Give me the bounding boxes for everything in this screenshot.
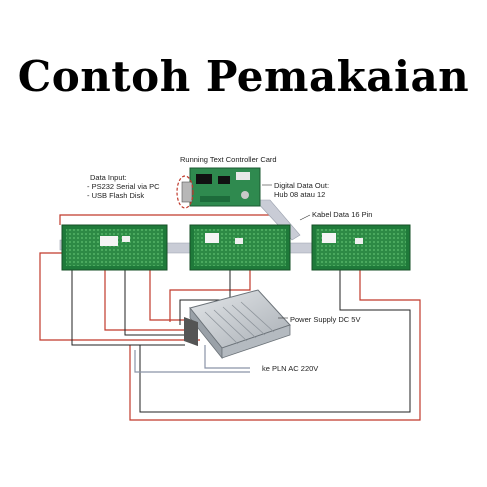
cable-label: Kabel Data 16 Pin — [312, 210, 373, 219]
power-supply-label: Power Supply DC 5V — [290, 315, 361, 324]
data-input-title: Data Input: — [90, 173, 127, 182]
data-input-line2: - USB Flash Disk — [87, 191, 145, 200]
power-supply — [184, 289, 291, 360]
controller-label: Running Text Controller Card — [180, 155, 277, 164]
page-title: Contoh Pemakaian — [17, 52, 470, 101]
ground-wires — [71, 268, 411, 413]
data-input-line1: - PS232 Serial via PC — [87, 182, 160, 191]
pln-cable — [134, 345, 250, 373]
input-connector-highlight — [176, 175, 194, 209]
controller-card — [181, 167, 261, 207]
led-panel-2 — [189, 224, 291, 271]
led-panel-3 — [311, 224, 411, 271]
digital-out-line2: Hub 08 atau 12 — [274, 190, 326, 199]
led-panel-1 — [61, 224, 168, 271]
digital-out-line1: Digital Data Out: — [274, 181, 330, 190]
pln-label: ke PLN AC 220V — [262, 364, 319, 373]
